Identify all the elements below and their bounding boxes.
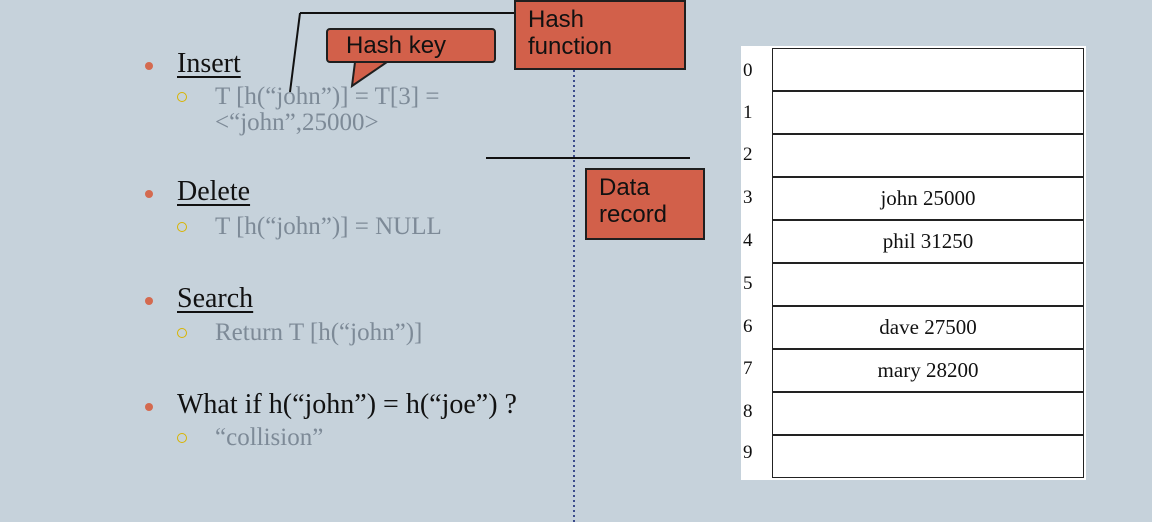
bullet-title-collision-question: What if h(“john”) = h(“joe”) ? [177,389,517,420]
bullet-dot [145,190,153,198]
hash-key-callout: Hash key [326,28,496,63]
table-row: john 25000 [772,177,1084,220]
table-row: dave 27500 [772,306,1084,349]
table-index: 9 [743,442,753,463]
table-row [772,392,1084,435]
data-record-callout: Data record [585,168,705,240]
insert-detail-line-1: T [h(“john”)] = T[3] = [215,83,440,110]
hash-key-label: Hash key [346,32,447,59]
data-record-label-line-2: record [599,201,668,228]
table-index: 0 [743,60,753,81]
table-row [772,263,1084,306]
sub-bullet-ring [177,433,187,443]
table-index: 2 [743,144,753,165]
table-row [772,134,1084,177]
bullet-dot [145,297,153,305]
delete-detail-line: T [h(“john”)] = NULL [215,213,442,240]
table-index: 8 [743,401,753,422]
table-index: 4 [743,230,753,251]
table-index: 7 [743,358,753,379]
table-index: 1 [743,102,753,123]
collision-detail-line: “collision” [215,424,324,451]
hash-function-pointer-line-vertical [289,12,301,93]
table-row: mary 28200 [772,349,1084,392]
table-row [772,91,1084,134]
table-row [772,435,1084,478]
hash-function-callout: Hash function [514,0,686,70]
table-row: phil 31250 [772,220,1084,263]
sub-bullet-ring [177,222,187,232]
bullet-dot [145,403,153,411]
search-detail-line: Return T [h(“john”)] [215,319,423,346]
table-index: 5 [743,273,753,294]
sub-bullet-ring [177,92,187,102]
sub-bullet-ring [177,328,187,338]
insert-detail-line-2: <“john”,25000> [215,109,379,136]
table-row [772,48,1084,91]
bullet-dot [145,62,153,70]
bullet-title-insert: Insert [177,48,241,79]
bullet-title-delete: Delete [177,176,251,207]
data-record-label-line-1: Data [599,174,650,201]
table-index: 6 [743,316,753,337]
bullet-title-search: Search [177,283,254,314]
hash-function-label-line-2: function [528,33,613,60]
hash-function-label-line-1: Hash [528,6,585,33]
table-index: 3 [743,187,753,208]
